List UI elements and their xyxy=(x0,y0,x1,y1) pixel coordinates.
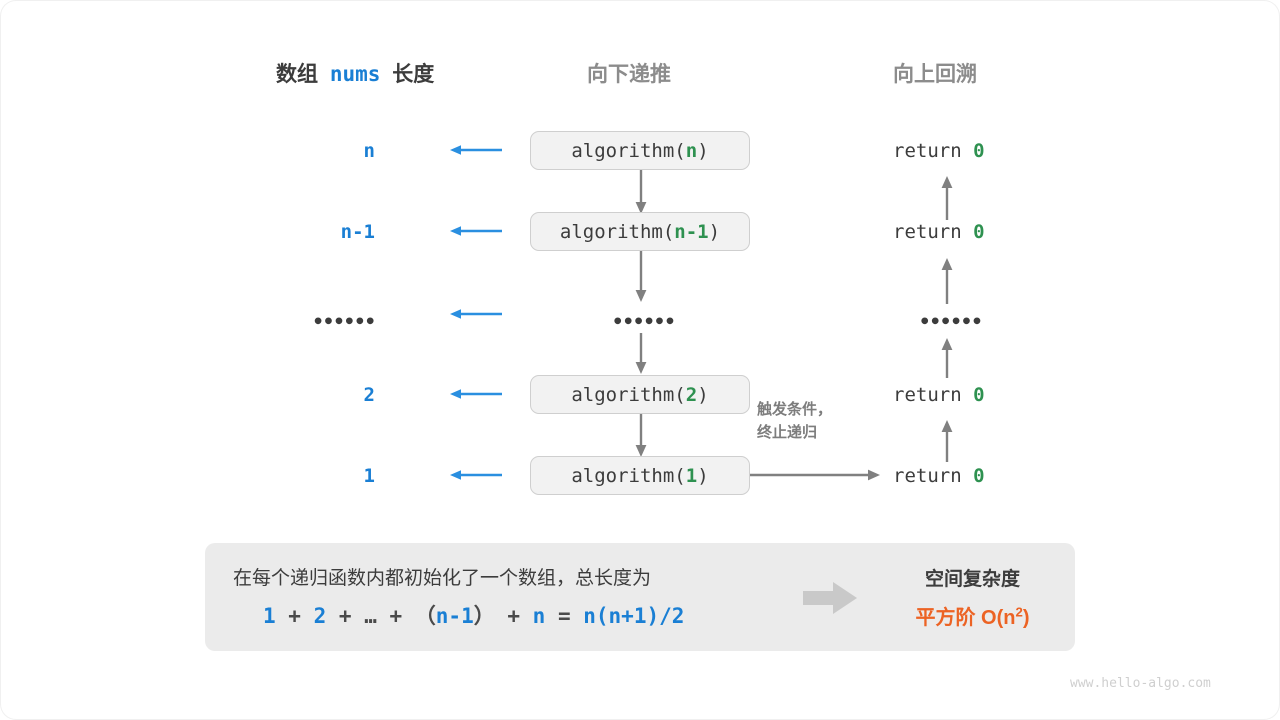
call-box-row-3-suffix: ) xyxy=(697,383,709,406)
up-arrow-2-to-1 xyxy=(938,258,956,304)
formula-part-8: ） xyxy=(473,604,495,628)
formula-part-11: = xyxy=(545,604,584,628)
formula-part-12: n(n+1)/2 xyxy=(583,604,685,628)
header-left-prefix: 数组 xyxy=(276,63,318,86)
base-case-arrow xyxy=(750,466,882,484)
termination-note-line-2: 终止递归 xyxy=(757,424,818,442)
length-label-row-1: n-1 xyxy=(340,221,375,243)
call-box-row-0-suffix: ) xyxy=(697,139,709,162)
call-box-row-4-suffix: ) xyxy=(697,464,709,487)
down-arrow-2-to-3 xyxy=(632,333,650,375)
call-box-row-0[interactable]: algorithm(n) xyxy=(530,131,750,170)
length-label-row-2: •••••• xyxy=(312,311,376,333)
blue-arrow-row-0 xyxy=(448,140,504,160)
length-label-row-3: 2 xyxy=(363,384,375,406)
return-label-row-0: return 0 xyxy=(893,140,985,162)
blue-arrow-row-2 xyxy=(448,304,504,324)
result-title: 空间复杂度 xyxy=(924,569,1020,590)
formula-part-10: n xyxy=(532,604,546,628)
down-arrow-1-to-2 xyxy=(632,251,650,303)
summary-formula: 1 + 2 + … + （n-1） + n = n(n+1)/2 xyxy=(263,600,684,630)
return-label-row-1: return 0 xyxy=(893,221,985,243)
ellipsis-middle-row-2: •••••• xyxy=(612,311,676,333)
call-box-row-4-arg: 1 xyxy=(685,464,698,487)
ellipsis-right-row-2: •••••• xyxy=(919,311,983,333)
header-left-suffix: 长度 xyxy=(392,63,435,86)
call-box-row-1-prefix: algorithm( xyxy=(559,220,675,243)
header-left-column: 数组 nums 长度 xyxy=(276,58,434,88)
call-box-row-1-arg: n-1 xyxy=(674,220,709,243)
result-value: 平方阶 O(n2) xyxy=(880,601,1065,630)
result-value-exponent: 2 xyxy=(1015,604,1023,620)
call-box-row-0-prefix: algorithm( xyxy=(571,139,686,162)
call-box-row-3[interactable]: algorithm(2) xyxy=(530,375,750,414)
up-arrow-1-to-0 xyxy=(938,176,956,220)
up-arrow-4-to-3 xyxy=(938,420,956,462)
header-right-column: 向上回溯 xyxy=(893,63,977,86)
formula-part-7: n-1 xyxy=(435,604,474,628)
formula-part-3: + xyxy=(326,604,365,628)
length-label-row-0: n xyxy=(363,140,375,162)
return-value-row-1: 0 xyxy=(973,221,985,243)
return-keyword-row-4: return xyxy=(893,465,962,487)
return-label-row-3: return 0 xyxy=(893,384,985,406)
formula-part-0: 1 xyxy=(263,604,276,628)
return-value-row-0: 0 xyxy=(973,140,985,162)
return-value-row-4: 0 xyxy=(973,465,985,487)
watermark: www.hello-algo.com xyxy=(1070,676,1211,691)
summary-description: 在每个递归函数内都初始化了一个数组，总长度为 xyxy=(233,568,652,589)
blue-arrow-row-4 xyxy=(448,465,504,485)
return-value-row-3: 0 xyxy=(973,384,985,406)
formula-part-2: 2 xyxy=(313,604,327,628)
up-arrow-3-to-2 xyxy=(938,338,956,378)
blue-arrow-row-3 xyxy=(448,384,504,404)
termination-note: 触发条件， 终止递归 xyxy=(757,398,832,445)
header-middle-column: 向下递推 xyxy=(587,63,671,86)
result-value-prefix: 平方阶 O(n xyxy=(915,607,1016,629)
length-label-row-4: 1 xyxy=(363,465,375,487)
result-block-arrow-icon xyxy=(803,580,859,616)
header-left-code: nums xyxy=(329,62,381,86)
formula-part-1: + xyxy=(275,604,314,628)
return-keyword-row-0: return xyxy=(893,140,962,162)
call-box-row-4[interactable]: algorithm(1) xyxy=(530,456,750,495)
call-box-row-3-prefix: algorithm( xyxy=(571,383,686,406)
call-box-row-4-prefix: algorithm( xyxy=(571,464,686,487)
formula-part-4: … xyxy=(364,604,377,628)
summary-panel: 在每个递归函数内都初始化了一个数组，总长度为 1 + 2 + … + （n-1）… xyxy=(205,543,1075,651)
down-arrow-3-to-4 xyxy=(632,414,650,458)
return-label-row-4: return 0 xyxy=(893,465,985,487)
formula-part-9: + xyxy=(494,604,533,628)
result-value-suffix: ) xyxy=(1022,607,1030,629)
formula-part-6: （ xyxy=(414,604,436,628)
return-keyword-row-1: return xyxy=(893,221,962,243)
call-box-row-0-arg: n xyxy=(685,139,698,162)
call-box-row-3-arg: 2 xyxy=(685,383,698,406)
termination-note-line-1: 触发条件， xyxy=(757,401,833,418)
formula-part-5: + xyxy=(376,604,415,628)
return-keyword-row-3: return xyxy=(893,384,962,406)
down-arrow-0-to-1 xyxy=(632,170,650,215)
call-box-row-1[interactable]: algorithm(n-1) xyxy=(530,212,750,251)
call-box-row-1-suffix: ) xyxy=(708,220,721,243)
blue-arrow-row-1 xyxy=(448,221,504,241)
